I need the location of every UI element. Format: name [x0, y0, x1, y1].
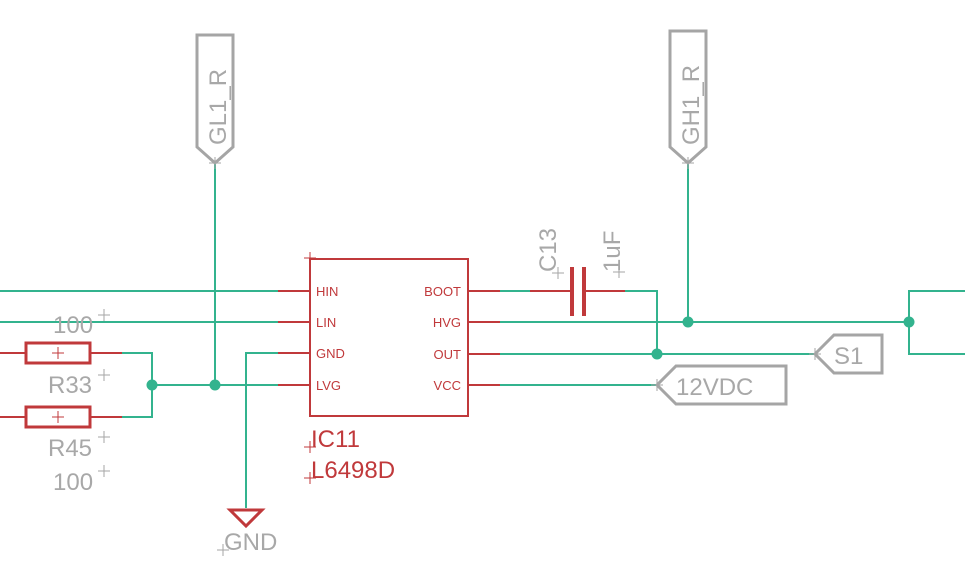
wire-right-loop — [908, 290, 965, 355]
junction-dot — [209, 379, 221, 391]
s1-label-box — [812, 333, 884, 375]
ic-pin-label: LIN — [316, 315, 336, 330]
r45-name-cross — [98, 431, 110, 443]
r33-name-cross — [98, 369, 110, 381]
gh1r-label-text: GH1_R — [678, 65, 705, 145]
r45-center-cross — [52, 411, 64, 423]
cap-value-cross — [613, 266, 625, 278]
r45-value: 100 — [53, 469, 93, 496]
ic-pin-label: OUT — [434, 347, 462, 362]
r45-name: R45 — [48, 435, 92, 462]
r45-value-cross — [98, 465, 110, 477]
gnd-label-cross — [217, 544, 229, 556]
wires — [0, 163, 965, 508]
ic-pin-label: HVG — [433, 315, 461, 330]
resistor-r33[interactable]: R33 100 — [0, 309, 122, 399]
junction-dot — [903, 316, 915, 328]
ic-value: L6498D — [311, 457, 395, 484]
ic-pin-label: GND — [316, 346, 345, 361]
junction-dot — [651, 348, 663, 360]
gh1r-origin-cross — [682, 157, 694, 169]
net-label-s1[interactable]: S1 — [809, 333, 884, 375]
ic-pin-label: VCC — [434, 378, 461, 393]
r33-name: R33 — [48, 372, 92, 399]
junctions — [146, 316, 915, 391]
ic-origin-cross — [304, 252, 316, 264]
ic-body — [309, 258, 469, 417]
r33-value: 100 — [53, 312, 93, 339]
junction-dot — [682, 316, 694, 328]
vdc-label-text: 12VDC — [676, 374, 753, 401]
ic-name-cross — [304, 441, 316, 453]
ic-pin-label: BOOT — [424, 284, 461, 299]
net-label-gh1r[interactable]: GH1_R — [668, 29, 708, 169]
ic-symbol[interactable]: HIN LIN GND LVG BOOT HVG OUT VCC IC11 L6… — [278, 252, 500, 484]
gl1r-label-text: GL1_R — [205, 69, 232, 145]
gnd-triangle-icon — [226, 508, 266, 529]
ic-value-cross — [304, 472, 316, 484]
wire-gnd — [245, 352, 278, 508]
cap-name-cross — [552, 267, 564, 279]
vdc-origin-cross — [651, 379, 663, 391]
s1-label-text: S1 — [834, 343, 863, 370]
gh1r-label-box — [668, 29, 708, 166]
ic-pin-label: HIN — [316, 284, 338, 299]
ic-name: IC11 — [311, 426, 360, 453]
s1-origin-cross — [809, 348, 821, 360]
ic-pin-label: LVG — [316, 378, 341, 393]
gnd-label: GND — [224, 529, 277, 556]
r33-value-cross — [98, 309, 110, 321]
gl1r-origin-cross — [209, 157, 221, 169]
resistor-r45[interactable]: R45 100 — [0, 405, 122, 496]
gnd-symbol[interactable]: GND — [217, 508, 277, 556]
capacitor-c13[interactable]: C13 1uF — [530, 228, 626, 316]
cap-name: C13 — [535, 228, 562, 272]
r33-center-cross — [52, 347, 64, 359]
net-label-12vdc[interactable]: 12VDC — [651, 364, 788, 406]
wire-cap-right — [625, 290, 658, 354]
gl1r-label-box — [195, 33, 235, 166]
net-label-gl1r[interactable]: GL1_R — [195, 33, 235, 169]
cap-value: 1uF — [599, 231, 626, 272]
vdc-label-box — [654, 364, 788, 406]
junction-dot — [146, 379, 158, 391]
